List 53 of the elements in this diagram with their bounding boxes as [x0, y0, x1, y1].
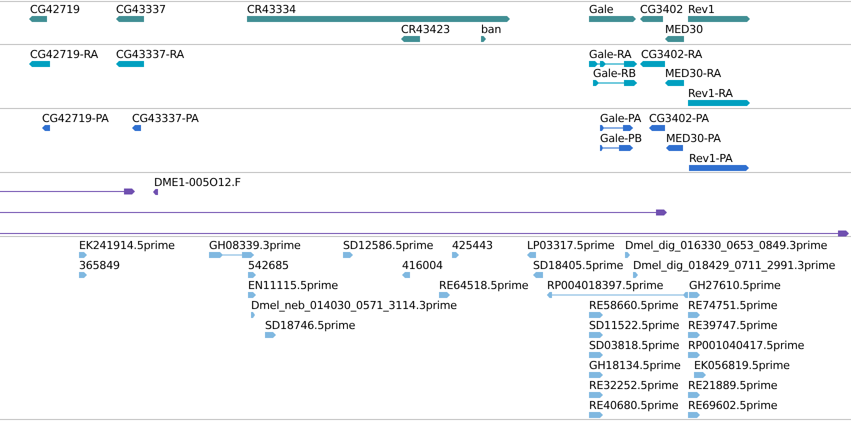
- feature-label: Dmel_dig_018429_0711_2991.3prime: [633, 259, 836, 272]
- feature-label: EN11115.5prime: [248, 279, 338, 292]
- feature-label: ban: [481, 23, 502, 36]
- feature-label: CG3402-PA: [649, 112, 709, 125]
- feature-label: GH08339.3prime: [209, 239, 301, 252]
- feature-label: RE32252.5prime: [589, 379, 678, 392]
- feature-label: EK056819.5prime: [694, 359, 790, 372]
- feature-label: Dmel_neb_014030_0571_3114.3prime: [251, 299, 457, 312]
- feature-label: CR43423: [401, 23, 450, 36]
- feature-label: LP03317.5prime: [527, 239, 614, 252]
- feature-label: MED30-PA: [666, 132, 721, 145]
- feature-label: RP001040417.5prime: [688, 339, 804, 352]
- feature-label: 542685: [248, 259, 289, 272]
- feature-label: 425443: [452, 239, 493, 252]
- feature-label: SD18746.5prime: [265, 319, 356, 332]
- feature-label: DME1-005O12.F: [154, 176, 241, 189]
- feature-label: RE40680.5prime: [589, 399, 678, 412]
- feature-label: 416004: [402, 259, 443, 272]
- feature-label: Dmel_dig_016330_0653_0849.3prime: [625, 239, 828, 252]
- feature-label: CG43337-PA: [132, 112, 199, 125]
- feature-label: 365849: [79, 259, 120, 272]
- feature-label: CG43337-RA: [116, 48, 184, 61]
- feature-label: Rev1-PA: [689, 152, 732, 165]
- feature-label: Gale-RB: [593, 67, 636, 80]
- feature-label: EK241914.5prime: [79, 239, 175, 252]
- feature-label: MED30: [665, 23, 703, 36]
- feature-label: Rev1: [688, 3, 715, 16]
- feature-label: Gale: [589, 3, 614, 16]
- feature-label: CR43334: [247, 3, 296, 16]
- feature-label: RE39747.5prime: [688, 319, 778, 332]
- feature-label: CG42719-RA: [30, 48, 98, 61]
- feature-label: MED30-RA: [665, 67, 721, 80]
- feature-label: RE64518.5prime: [439, 279, 528, 292]
- feature-label: RE21889.5prime: [688, 379, 778, 392]
- feature-label: CG42719-PA: [42, 112, 109, 125]
- feature-label: RE69602.5prime: [688, 399, 778, 412]
- feature-label: CG43337: [116, 3, 166, 16]
- feature-label: SD03818.5prime: [589, 339, 680, 352]
- feature-label: RE58660.5prime: [589, 299, 678, 312]
- feature-label: Gale-PB: [600, 132, 642, 145]
- feature-label: SD18405.5prime: [533, 259, 624, 272]
- feature-label: GH27610.5prime: [689, 279, 781, 292]
- feature-label: RP004018397.5prime: [547, 279, 664, 292]
- feature-label: SD12586.5prime: [343, 239, 434, 252]
- feature-label: CG3402: [640, 3, 683, 16]
- feature-label: CG3402-RA: [641, 48, 702, 61]
- feature-label: CG42719: [30, 3, 80, 16]
- feature-label: GH18134.5prime: [589, 359, 681, 372]
- feature-label: Rev1-RA: [688, 87, 733, 100]
- feature-label: SD11522.5prime: [589, 319, 680, 332]
- feature-label: Gale-PA: [600, 112, 642, 125]
- feature-label: RE74751.5prime: [688, 299, 778, 312]
- feature-label: Gale-RA: [589, 48, 632, 61]
